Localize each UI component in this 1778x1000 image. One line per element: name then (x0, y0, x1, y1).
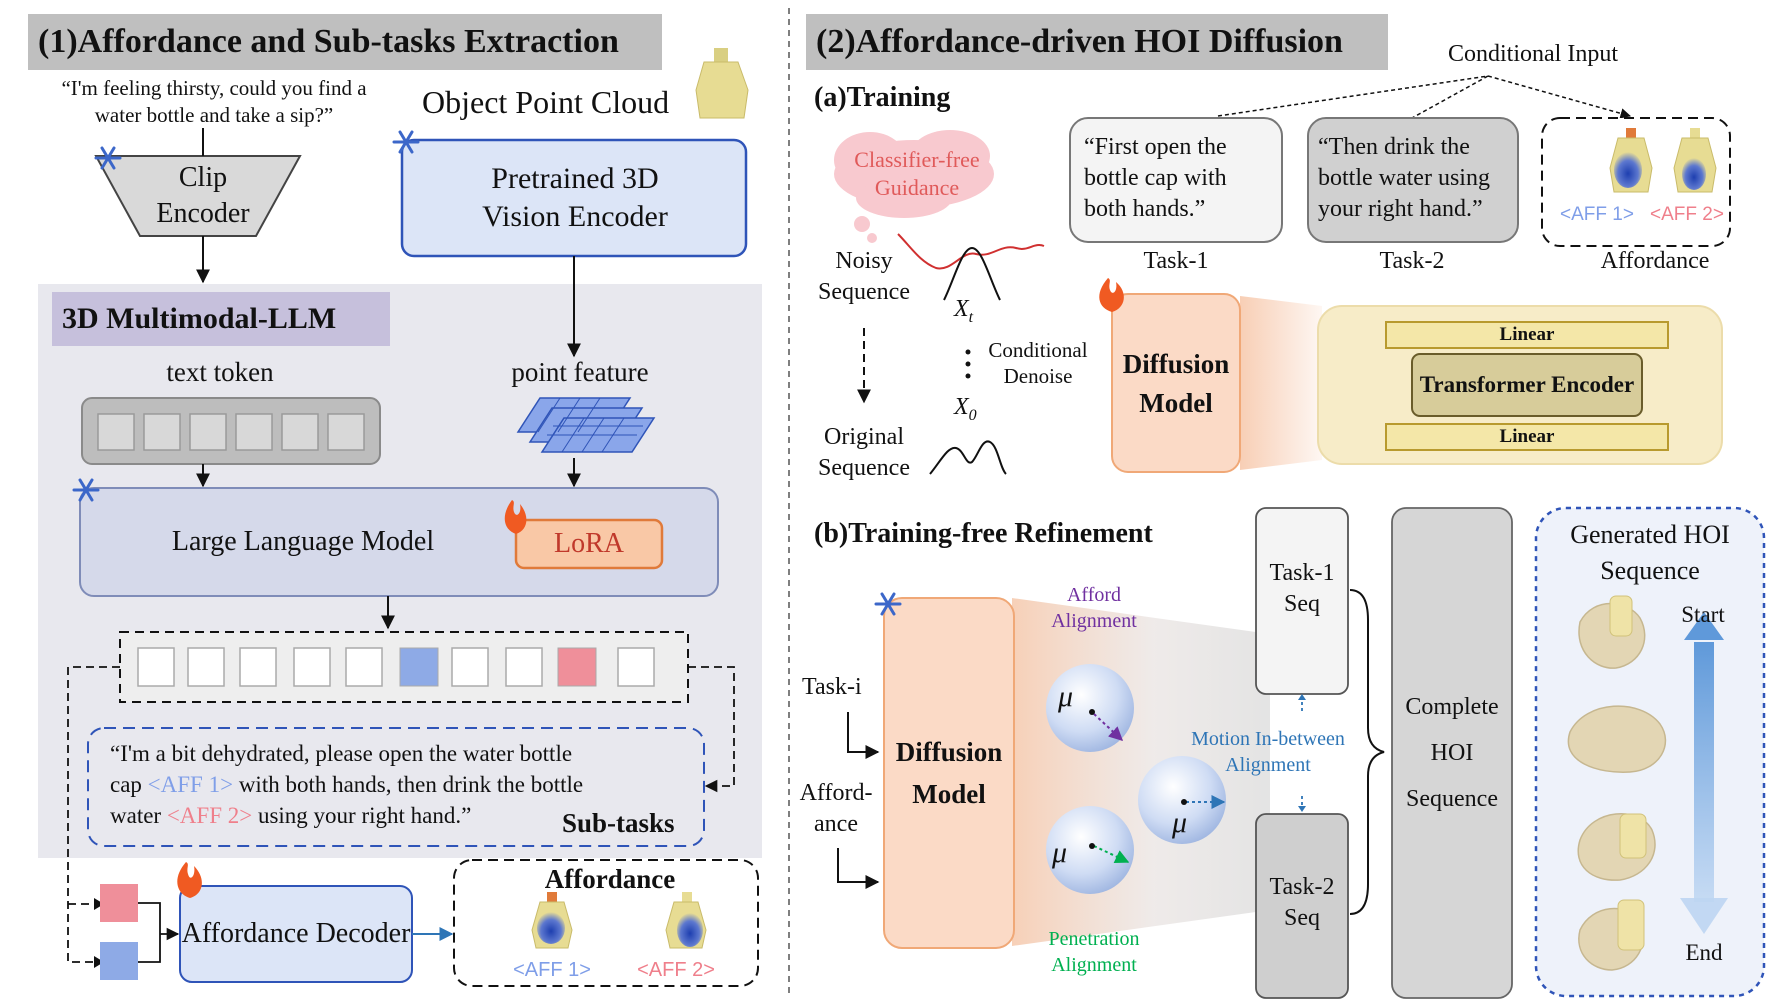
task2-text: “Then drink the bottle water using your … (1318, 134, 1490, 222)
task2-seq-label: Task-2 Seq (1269, 874, 1335, 931)
x0-subscript: 0 (968, 406, 977, 424)
aff2-inline-token: <AFF 2> (166, 803, 253, 828)
left-panel-title: (1)Affordance and Sub-tasks Extraction (38, 23, 619, 60)
point-feature-label: point feature (511, 356, 649, 387)
complete-hoi-label: Complete HOI Sequence (1405, 694, 1499, 812)
noisy-sequence-label: Noisy Sequence (818, 248, 910, 305)
subtask-line-2b: with both hands, then drink the bottle (233, 772, 584, 797)
linear-bottom-label: Linear (1499, 426, 1555, 447)
mu-motion-symbol: μ (1172, 806, 1188, 839)
xt-label: Xt (954, 296, 973, 327)
mu-afford-symbol: μ (1058, 680, 1074, 713)
conditional-input-label: Conditional Input (1448, 40, 1618, 67)
task1-seq-label: Task-1 Seq (1269, 560, 1335, 617)
right-panel-title: (2)Affordance-driven HOI Diffusion (816, 23, 1343, 60)
subtask-text: “I'm a bit dehydrated, please open the w… (110, 738, 700, 831)
cfg-label: Classifier-free Guidance (854, 147, 980, 200)
aff1-inline-token: <AFF 1> (147, 772, 234, 797)
affordance-condition-label: Affordance (1600, 247, 1710, 274)
generated-hoi-title: Generated HOI Sequence (1570, 520, 1730, 585)
start-label: Start (1681, 602, 1725, 627)
task2-label: Task-2 (1379, 247, 1445, 274)
mu-penetration-symbol: μ (1052, 836, 1068, 869)
clip-encoder-label: Clip Encoder (156, 162, 250, 229)
task1-text: “First open the bottle cap with both han… (1084, 134, 1227, 222)
subtask-line-3: water <AFF 2> using your right hand.” (110, 800, 700, 831)
subtask-line-2: cap <AFF 1> with both hands, then drink … (110, 769, 700, 800)
affordance-decoder-label: Affordance Decoder (181, 918, 411, 949)
aff1-label: <AFF 1> (513, 958, 591, 981)
user-query-text: “I'm feeling thirsty, could you find a w… (61, 76, 367, 127)
end-label: End (1685, 940, 1723, 965)
task-i-label: Task-i (802, 674, 862, 700)
affordance-output-title: Affordance (544, 863, 676, 894)
linear-top-label: Linear (1499, 324, 1555, 345)
refinement-title: (b)Training-free Refinement (814, 518, 1153, 549)
diffusion-model-training-label: Diffusion Model (1122, 349, 1230, 418)
vision-encoder-label: Pretrained 3D Vision Encoder (482, 162, 668, 233)
transformer-encoder-label: Transformer Encoder (1419, 372, 1635, 397)
subtasks-label: Sub-tasks (562, 808, 675, 838)
training-title: (a)Training (814, 82, 951, 113)
task1-label: Task-1 (1143, 247, 1209, 274)
lora-label: LoRA (554, 528, 624, 559)
aff2-condition-label: <AFF 2> (1650, 204, 1724, 225)
aff1-condition-label: <AFF 1> (1560, 204, 1634, 225)
x0-label: X0 (954, 394, 977, 425)
llm-label: Large Language Model (171, 526, 435, 557)
xt-symbol: X (954, 296, 969, 322)
x0-symbol: X (954, 394, 969, 420)
afford-alignment-label: Afford Alignment (1051, 584, 1137, 632)
subtask-line-2a: cap (110, 772, 148, 797)
diffusion-model-refine-label: Diffusion Model (895, 737, 1003, 809)
mllm-title: 3D Multimodal-LLM (62, 302, 337, 335)
point-cloud-label: Object Point Cloud (422, 84, 670, 120)
affordance-input-label: Afford- ance (799, 780, 873, 837)
original-sequence-label: Original Sequence (818, 424, 910, 481)
motion-alignment-label: Motion In-between Alignment (1191, 728, 1345, 776)
aff2-label: <AFF 2> (637, 958, 715, 981)
text-token-label: text token (166, 356, 274, 387)
penetration-alignment-label: Penetration Alignment (1048, 928, 1140, 976)
subtask-line-3a: water (110, 803, 167, 828)
subtask-line-3b: using your right hand.” (252, 803, 472, 828)
xt-subscript: t (968, 308, 974, 326)
conditional-denoise-label: Conditional Denoise (988, 338, 1088, 388)
subtask-line-1: “I'm a bit dehydrated, please open the w… (110, 741, 573, 766)
